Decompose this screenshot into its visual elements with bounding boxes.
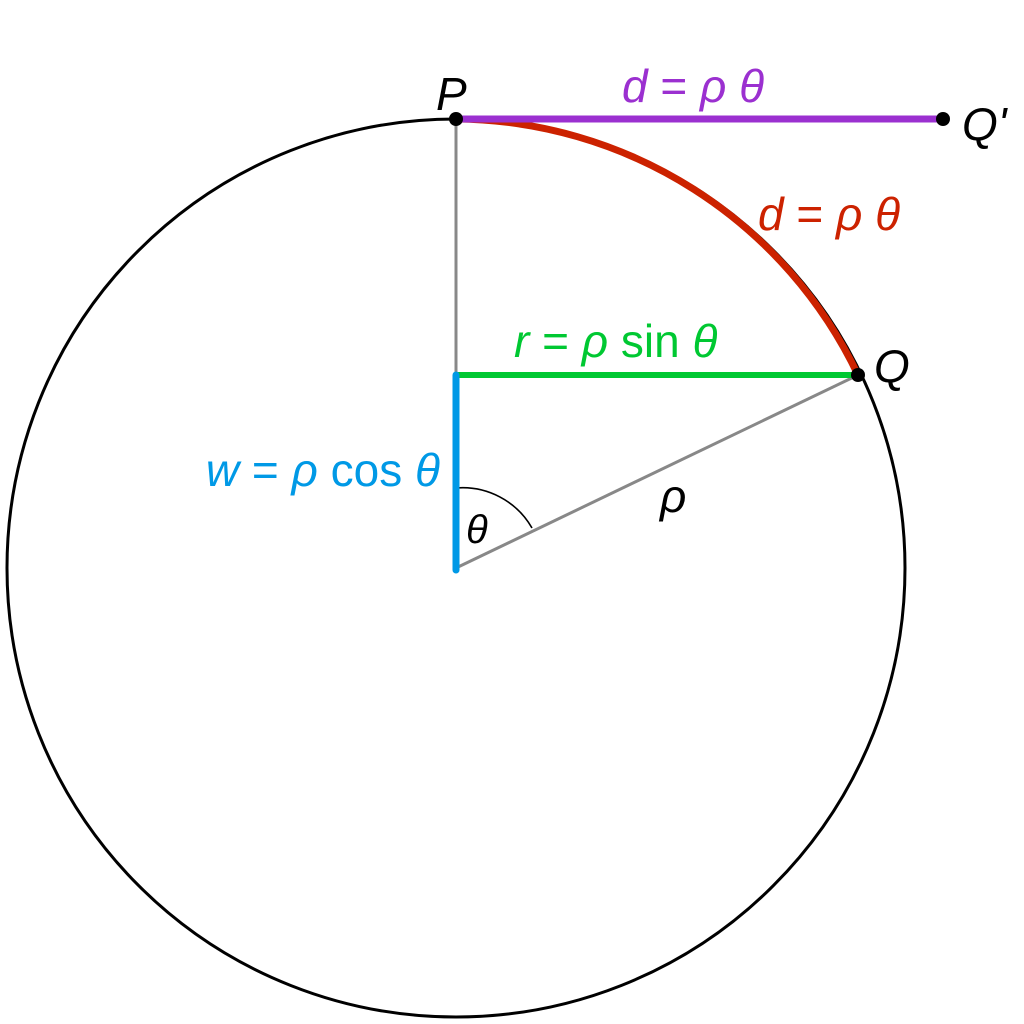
point-p-label: P bbox=[436, 68, 467, 120]
point-q-dot bbox=[851, 368, 865, 382]
rho-label: ρ bbox=[658, 470, 686, 522]
point-q-prime-dot bbox=[936, 112, 950, 126]
radius-line-rho bbox=[455, 373, 859, 570]
point-q-label: Q bbox=[874, 340, 910, 392]
arc-distance-label: d = ρ θ bbox=[758, 188, 900, 240]
vertical-label: w = ρ cos θ bbox=[206, 444, 440, 496]
planar-distance-label: d = ρ θ bbox=[622, 60, 764, 112]
horizontal-label: r = ρ sin θ bbox=[514, 315, 718, 367]
point-p-dot bbox=[449, 112, 463, 126]
point-q-prime-label: Q' bbox=[962, 98, 1009, 150]
arc-distance-line bbox=[455, 115, 862, 377]
theta-label: θ bbox=[466, 508, 488, 552]
angle-arc bbox=[455, 486, 533, 529]
